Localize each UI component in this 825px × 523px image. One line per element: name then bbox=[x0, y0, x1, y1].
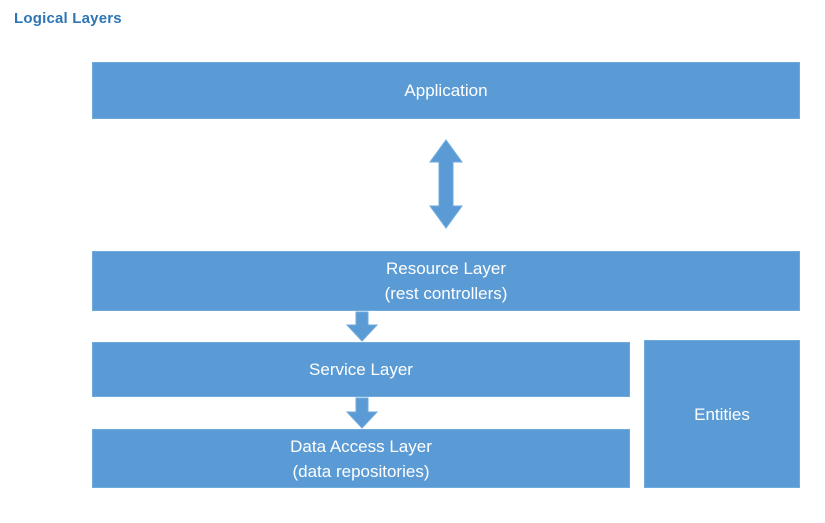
layer-box-resource[interactable]: Resource Layer (rest controllers) bbox=[92, 251, 800, 311]
layer-box-data-access-label: Data Access Layer bbox=[290, 436, 432, 456]
layer-box-entities-label: Entities bbox=[694, 404, 750, 424]
layer-box-data-access-sublabel: (data repositories) bbox=[292, 461, 430, 481]
layer-box-application[interactable]: Application bbox=[92, 62, 800, 119]
layer-box-data-access[interactable]: Data Access Layer (data repositories) bbox=[92, 429, 630, 488]
layer-box-application-label: Application bbox=[404, 81, 488, 100]
layer-box-service-label: Service Layer bbox=[309, 360, 413, 379]
arrow-down-icon-service-data-access bbox=[345, 397, 379, 429]
diagram-title: Logical Layers bbox=[14, 10, 122, 27]
layer-box-entities[interactable]: Entities bbox=[644, 340, 800, 488]
layer-box-resource-sublabel: (rest controllers) bbox=[384, 284, 508, 303]
layer-box-resource-label: Resource Layer bbox=[385, 259, 506, 278]
double-arrow-icon-application-resource bbox=[428, 138, 464, 230]
layer-box-service[interactable]: Service Layer bbox=[92, 342, 630, 397]
arrow-down-icon-resource-service bbox=[345, 311, 379, 342]
